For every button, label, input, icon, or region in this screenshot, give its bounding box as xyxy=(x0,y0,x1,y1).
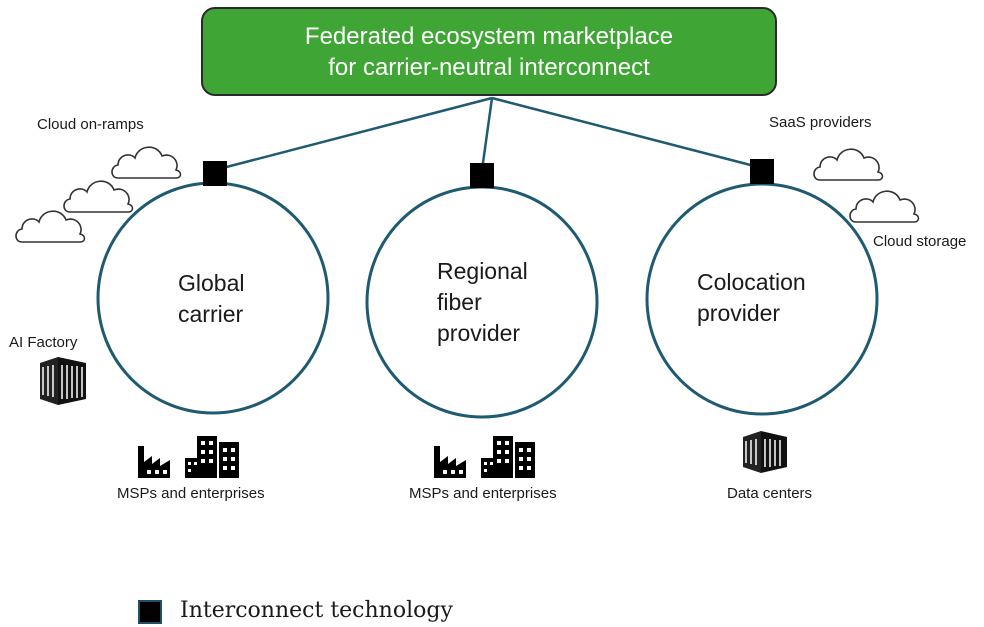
cloud-icon xyxy=(849,190,920,223)
cloud-icon xyxy=(813,148,884,181)
label-cloud-onramps: Cloud on-ramps xyxy=(37,116,144,133)
office-buildings-icon xyxy=(481,436,535,478)
node-label-global-carrier: Global carrier xyxy=(178,268,244,330)
node-label-line: provider xyxy=(437,320,521,346)
banner-line-1: Federated ecosystem marketplace xyxy=(304,22,674,50)
cloud-icon xyxy=(63,180,134,213)
connector-line-global xyxy=(214,96,493,172)
factory-icon xyxy=(138,446,170,478)
node-label-line: Regional xyxy=(437,258,528,284)
node-label-line: carrier xyxy=(178,301,244,327)
label-data-centers: Data centers xyxy=(727,485,813,502)
label-msps-enterprises: MSPs and enterprises xyxy=(117,485,265,502)
interconnect-square-global xyxy=(203,161,227,186)
connector-line-regional xyxy=(480,97,494,171)
node-label-colocation: Colocation provider xyxy=(697,267,806,329)
interconnect-square-colocation xyxy=(750,159,774,184)
data-center-icon xyxy=(743,431,787,473)
data-center-icon xyxy=(40,357,86,405)
node-label-line: fiber xyxy=(437,289,482,315)
node-label-line: Global xyxy=(178,270,245,296)
node-label-regional-fiber: Regional fiber provider xyxy=(437,256,528,349)
factory-icon xyxy=(434,446,466,478)
connector-line-colocation xyxy=(491,96,763,170)
label-ai-factory: AI Factory xyxy=(9,334,78,351)
office-buildings-icon xyxy=(185,436,239,478)
legend-interconnect-swatch xyxy=(138,600,162,624)
banner-line-2: for carrier-neutral interconnect xyxy=(328,53,650,81)
cloud-icon xyxy=(15,210,86,243)
node-label-line: provider xyxy=(697,300,781,326)
legend-interconnect-label: Interconnect technology xyxy=(180,598,453,623)
label-msps-enterprises: MSPs and enterprises xyxy=(409,485,557,502)
interconnect-square-regional xyxy=(470,163,494,188)
label-saas-providers: SaaS providers xyxy=(769,114,872,131)
cloud-icon xyxy=(111,146,182,179)
marketplace-banner: Federated ecosystem marketplace for carr… xyxy=(201,7,777,96)
node-label-line: Colocation xyxy=(697,269,806,295)
label-cloud-storage: Cloud storage xyxy=(873,233,967,250)
